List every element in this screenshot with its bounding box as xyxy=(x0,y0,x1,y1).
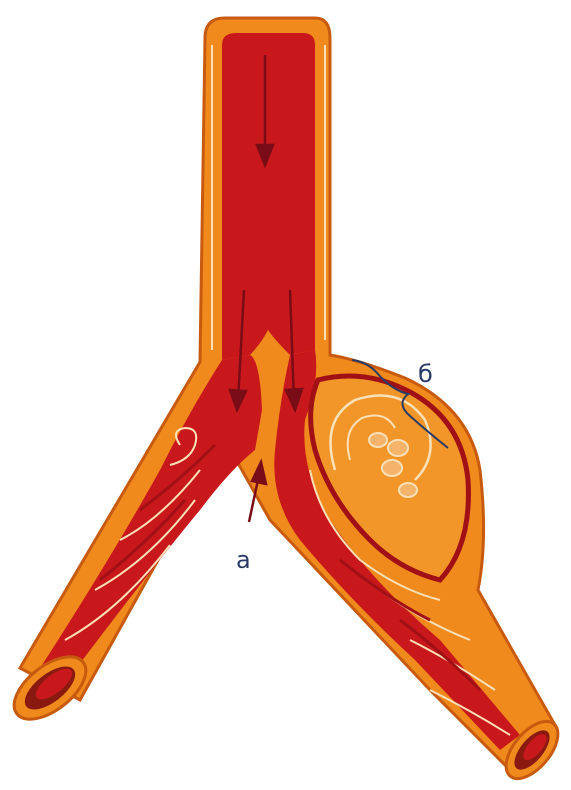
trunk-lumen xyxy=(222,33,315,360)
label-b: б xyxy=(418,362,433,386)
label-a: а xyxy=(236,548,251,572)
